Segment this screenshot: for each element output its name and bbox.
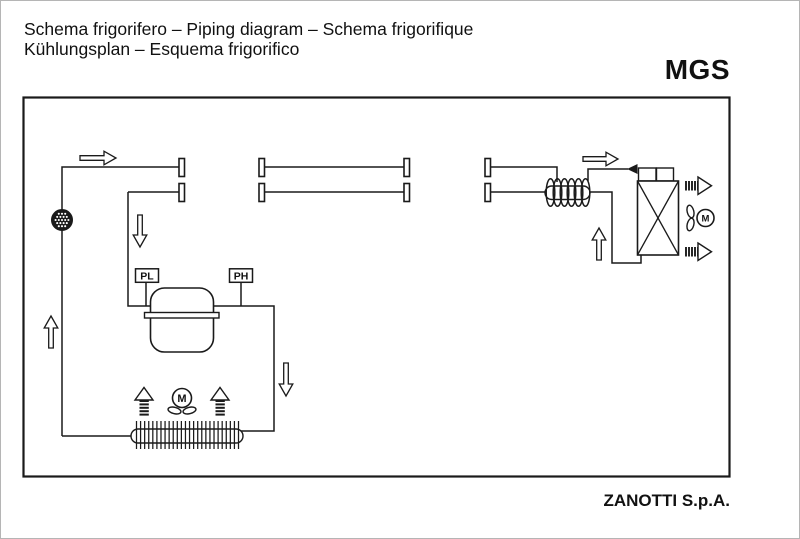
airflow-up-arrow-icon: [209, 386, 231, 401]
compressor: [143, 287, 220, 353]
pipe-fitting-icon: [258, 157, 266, 178]
condenser-fins: [135, 421, 240, 449]
pipe-fitting-icon: [484, 157, 492, 178]
sight-glass-icon: [51, 209, 73, 231]
flow-arrow-down-icon: [132, 214, 148, 249]
pipe-fitting-icon: [258, 182, 266, 203]
condenser-fan-motor-label: M: [177, 393, 186, 405]
condenser-coil: [130, 421, 244, 449]
evaporator: [636, 167, 680, 256]
flow-arrow-right-icon: [582, 151, 620, 167]
title-line-2: Kühlungsplan – Esquema frigorifico: [24, 38, 300, 59]
fan-blades-icon: [686, 204, 695, 232]
airflow-arrows: [133, 175, 713, 416]
high-pressure-switch-label: PH: [234, 271, 249, 283]
model-label: MGS: [664, 54, 730, 85]
high-pressure-switch: PH: [228, 268, 254, 284]
airflow-up-arrow-icon: [133, 386, 155, 401]
evaporator-fan-motor: M: [686, 204, 715, 232]
heat-exchanger-coil: [545, 177, 591, 208]
suction-liquid-heat-exchanger: [544, 177, 591, 208]
flow-arrow-up-icon: [591, 226, 607, 261]
airflow-right-arrow-icon: [697, 241, 713, 262]
title-line-1: Schema frigorifero – Piping diagram – Sc…: [24, 19, 474, 39]
expansion-nozzle-icon: [627, 164, 638, 174]
pipework: [61, 166, 642, 437]
flow-arrow-up-icon: [43, 314, 59, 349]
motor-circle-icon: [696, 208, 715, 228]
pipe-fitting-icon: [484, 182, 492, 203]
pipe-fitting-icon: [178, 157, 186, 178]
flow-arrow-down-icon: [278, 362, 294, 398]
motor-circle-icon: [171, 387, 193, 409]
line-fittings: [178, 157, 492, 203]
diagram-title: Schema frigorifero – Piping diagram – Sc…: [24, 19, 474, 59]
pipe-fitting-icon: [178, 182, 186, 203]
company-name: ZANOTTI S.p.A.: [603, 491, 730, 510]
evaporator-fan-motor-label: M: [702, 214, 710, 225]
airflow-right-arrow-icon: [697, 175, 713, 196]
low-pressure-switch: PL: [134, 268, 160, 284]
flow-arrow-right-icon: [79, 150, 118, 166]
pipe-fitting-icon: [403, 182, 411, 203]
condenser-fan-motor: M: [167, 387, 197, 415]
flow-direction-arrows: [43, 150, 620, 398]
fan-blades-icon: [167, 406, 197, 415]
pipe-fitting-icon: [403, 157, 411, 178]
low-pressure-switch-label: PL: [140, 271, 154, 283]
diagram-border: [22, 96, 731, 478]
